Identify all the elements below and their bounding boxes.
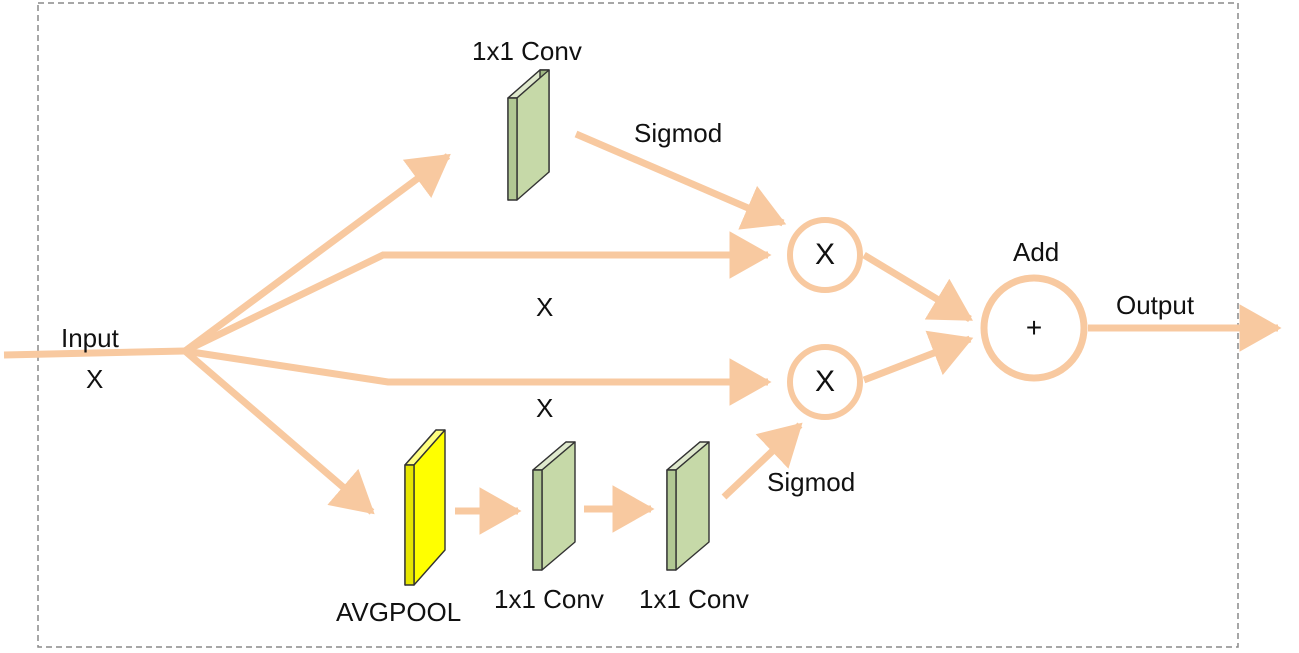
- identity-lower-x-label: X: [536, 393, 554, 423]
- bottom-conv-block-1: [532, 441, 576, 571]
- top-conv-label: 1x1 Conv: [472, 36, 582, 66]
- top-conv-block: [507, 69, 550, 201]
- arrow-identity-lower: [184, 347, 772, 406]
- sigmod-top-label: Sigmod: [634, 118, 723, 148]
- add-node: [980, 274, 1088, 382]
- avgpool-block: [404, 429, 446, 586]
- identity-upper-x-label: X: [536, 292, 554, 322]
- bottom-conv-block-2: [666, 441, 710, 571]
- bottom-conv-1-label: 1x1 Conv: [494, 584, 604, 614]
- input-x-label: X: [86, 364, 104, 394]
- arrow-sigmod-bottom: [721, 422, 803, 500]
- arrow-mul-top-to-add: [862, 252, 973, 322]
- multiply-bottom-node: [787, 344, 863, 420]
- multiply-top-symbol: X: [814, 238, 836, 271]
- input-line: [3, 347, 186, 359]
- arrow-to-top-conv: [182, 153, 451, 354]
- input-label: Input: [61, 323, 119, 353]
- bottom-conv-2-label: 1x1 Conv: [639, 584, 749, 614]
- multiply-bottom-symbol: X: [814, 365, 836, 398]
- sigmod-bottom-label: Sigmod: [767, 467, 856, 497]
- add-symbol: +: [1025, 312, 1043, 343]
- multiply-top-node: [787, 217, 863, 293]
- output-label: Output: [1116, 290, 1195, 320]
- add-label: Add: [1013, 237, 1060, 267]
- arrow-identity-upper: [183, 231, 772, 355]
- arrow-sigmod-top: [574, 130, 787, 230]
- arrow-mul-bottom-to-add: [862, 330, 974, 384]
- avgpool-label: AVGPOOL: [336, 597, 462, 627]
- arrow-to-avgpool: [182, 348, 375, 515]
